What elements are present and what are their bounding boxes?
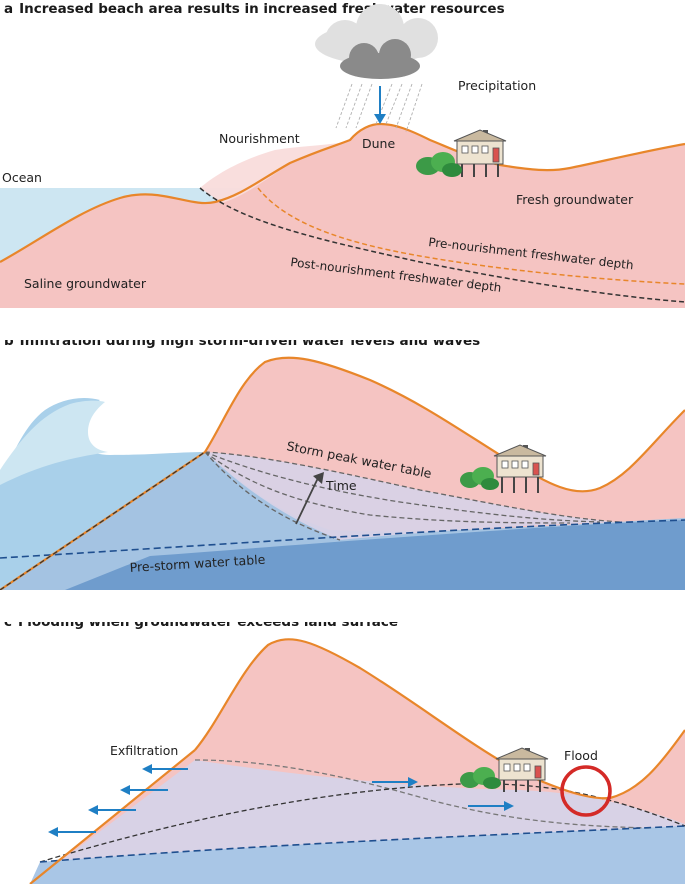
panel-a-title-text: Increased beach area results in increase…: [19, 1, 505, 17]
panel-c-title: c Flooding when groundwater exceeds land …: [4, 614, 398, 630]
label-fresh-groundwater: Fresh groundwater: [516, 192, 634, 207]
label-nourishment: Nourishment: [219, 131, 300, 146]
rain-cloud-icon: [315, 4, 438, 79]
label-ocean: Ocean: [2, 170, 42, 185]
pre-storm-groundwater: [65, 520, 685, 590]
panel-c-title-text: Flooding when groundwater exceeds land s…: [18, 614, 398, 630]
arrow-left-icon: [120, 785, 168, 795]
shrub-icon: [460, 767, 501, 789]
pre-nourishment-depth-line: [257, 187, 685, 285]
label-exfiltration: Exfiltration: [110, 743, 178, 758]
precipitation-arrow-icon: [374, 86, 386, 124]
label-time: Time: [325, 478, 357, 493]
shrub-icon: [416, 152, 462, 177]
arrow-left-icon: [142, 764, 188, 774]
beach-water-table-line: [0, 451, 206, 590]
panel-c: c Flooding when groundwater exceeds land …: [4, 614, 685, 884]
panel-b-title: b Infiltration during high storm-driven w…: [4, 333, 480, 349]
storm-peak-lens: [205, 452, 620, 540]
house-icon: [495, 747, 549, 792]
arrow-right-icon: [372, 777, 418, 787]
panel-a-letter: a: [4, 1, 13, 17]
flood-ring-icon: [560, 765, 612, 817]
shrub-icon: [460, 467, 499, 490]
house-icon: [453, 129, 507, 177]
label-dune: Dune: [362, 136, 395, 151]
land-surface-line: [0, 122, 685, 263]
post-nourishment-depth-line: [199, 187, 685, 303]
beach-slope-line: [29, 749, 196, 884]
label-flood: Flood: [564, 748, 598, 763]
deep-groundwater: [30, 826, 685, 884]
base-water-table-line: [39, 825, 685, 863]
panel-c-letter: c: [4, 614, 12, 630]
land-surface-line: [194, 638, 685, 800]
panel-a-title: a Increased beach area results in increas…: [4, 1, 505, 17]
arrow-right-icon: [468, 801, 514, 811]
panel-b-title-text: Infiltration during high storm-driven wa…: [20, 333, 481, 349]
wave-crest: [0, 400, 108, 485]
panel-b: b Infiltration during high storm-driven w…: [0, 333, 685, 590]
exfiltration-arrows: [48, 764, 514, 837]
panel-b-letter: b: [4, 333, 14, 349]
panel-a: a Increased beach area results in increas…: [0, 1, 685, 308]
label-saline-groundwater: Saline groundwater: [24, 276, 147, 291]
land-mass: [0, 124, 685, 308]
arrow-left-icon: [88, 805, 136, 815]
land-surface-line: [204, 356, 685, 493]
time-arrow-icon: [295, 472, 324, 525]
water-table-lines: [204, 451, 621, 541]
arrow-left-icon: [48, 827, 96, 837]
pre-storm-water-table-line: [0, 519, 685, 559]
label-precipitation: Precipitation: [458, 78, 536, 93]
pre-event-water-table-line: [194, 759, 651, 829]
house-icon: [493, 444, 547, 493]
